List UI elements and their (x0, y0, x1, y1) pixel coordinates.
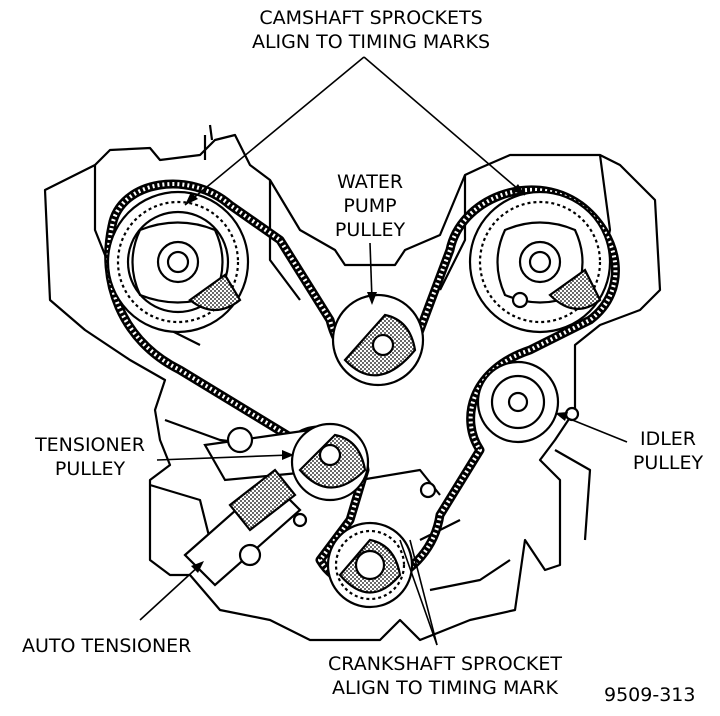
auto-tensioner-text: AUTO TENSIONER (22, 635, 192, 657)
camshaft-sprockets-label: CAMSHAFT SPROCKETS ALIGN TO TIMING MARKS (226, 6, 516, 54)
crankshaft-sprocket-label: CRANKSHAFT SPROCKET ALIGN TO TIMING MARK (300, 652, 590, 700)
water-pump-label-line-2: PUMP (343, 195, 397, 217)
right-camshaft-sprocket (468, 190, 612, 334)
camshaft-label-line-1: CAMSHAFT SPROCKETS (259, 7, 483, 29)
auto-tensioner-drawing (183, 468, 308, 587)
figure-number: 9509-313 (604, 684, 696, 706)
leader-arrowheads (185, 184, 568, 573)
idler-pulley-label: IDLER PULLEY (620, 427, 716, 475)
crankshaft-label-line-2: ALIGN TO TIMING MARK (332, 677, 558, 699)
idler-label-line-1: IDLER (639, 428, 697, 450)
crankshaft-label-line-1: CRANKSHAFT SPROCKET (328, 653, 562, 675)
idler-label-line-2: PULLEY (632, 452, 704, 474)
left-camshaft-sprocket (106, 190, 250, 334)
water-pump-label-line-1: WATER (336, 171, 404, 193)
idler-pulley (476, 360, 580, 444)
tensioner-pulley-label: TENSIONER PULLEY (20, 433, 160, 481)
camshaft-label-line-2: ALIGN TO TIMING MARKS (251, 31, 491, 53)
tensioner-label-line-1: TENSIONER (35, 434, 145, 456)
water-pump-pulley-label: WATER PUMP PULLEY (315, 170, 425, 242)
water-pump-label-line-3: PULLEY (334, 219, 406, 241)
water-pump-pulley (331, 293, 425, 387)
leader-lines (139, 56, 628, 646)
auto-tensioner-label: AUTO TENSIONER (22, 634, 191, 658)
tensioner-pulley-drawing (203, 422, 370, 502)
tensioner-label-line-2: PULLEY (54, 458, 126, 480)
crankshaft-sprocket (326, 481, 437, 609)
